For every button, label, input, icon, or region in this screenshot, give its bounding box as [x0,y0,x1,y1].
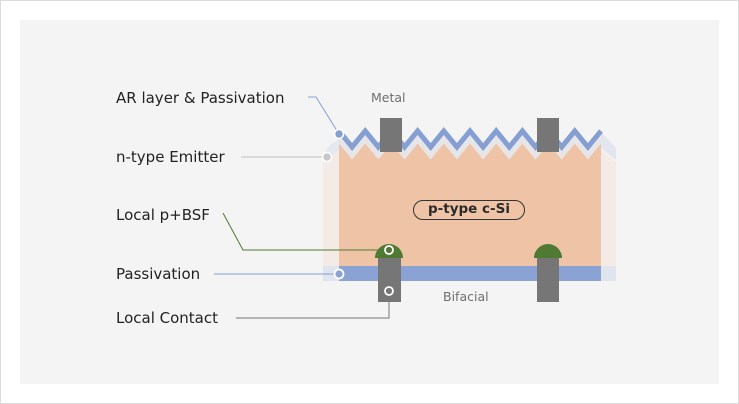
marker-passivation [333,268,345,280]
marker-local-contact [384,286,394,296]
local-bsf-dome-1 [375,244,403,258]
front-metal-contact-1 [380,118,402,152]
marker-ar-layer [333,128,345,140]
marker-bsf [384,245,394,255]
leader-local-contact [236,293,390,319]
label-ar-layer: AR layer & Passivation [116,89,285,107]
local-bsf-dome-2 [534,244,562,258]
left-faded-substrate [323,150,339,266]
annotation-metal: Metal [371,90,406,105]
label-local-contact: Local Contact [116,309,219,327]
rear-passivation-layer [339,266,601,281]
label-bsf: Local p+BSF [116,206,210,224]
label-emitter: n-type Emitter [116,148,225,166]
rear-local-contact-2 [537,257,559,302]
front-metal-contact-2 [537,118,559,152]
right-faded-passivation [601,266,616,281]
rear-local-contact-1 [378,257,401,302]
substrate-label: p-type c-Si [413,200,525,220]
marker-emitter [321,151,333,163]
annotation-bifacial: Bifacial [443,289,489,304]
right-faded-ar [601,132,616,160]
leader-bsf [222,212,389,251]
p-type-substrate [339,143,601,266]
leader-ar-layer [308,96,340,135]
label-passivation: Passivation [116,265,201,283]
right-faded-substrate [601,150,616,266]
